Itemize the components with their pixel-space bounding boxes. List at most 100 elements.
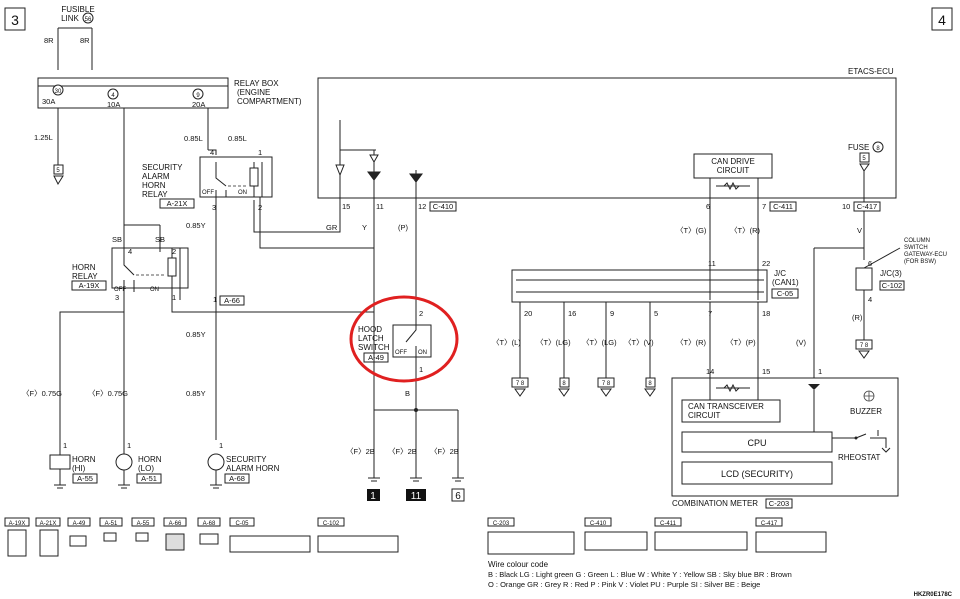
svg-text:J/C: J/C bbox=[774, 269, 786, 278]
svg-text:A-66: A-66 bbox=[169, 521, 182, 527]
svg-text:0.85Y: 0.85Y bbox=[186, 389, 206, 398]
fusible-link-num: 56 bbox=[85, 17, 92, 23]
svg-text:〈F〉2B: 〈F〉2B bbox=[346, 447, 375, 456]
svg-text:6: 6 bbox=[868, 259, 872, 268]
svg-text:3: 3 bbox=[115, 293, 119, 302]
svg-text:A-68: A-68 bbox=[203, 521, 216, 527]
svg-text:C-05: C-05 bbox=[235, 521, 249, 527]
fuse-right-conn: C-417 bbox=[857, 202, 877, 211]
svg-text:〈T〉(V): 〈T〉(V) bbox=[624, 338, 654, 347]
svg-text:11: 11 bbox=[708, 259, 716, 268]
svg-text:7: 7 bbox=[762, 202, 766, 211]
fuse-amp-10: 10A bbox=[107, 100, 120, 109]
can-transceiver bbox=[681, 399, 781, 423]
horn-relay bbox=[111, 247, 189, 289]
svg-text:A-55: A-55 bbox=[77, 474, 93, 483]
combination-meter bbox=[671, 377, 899, 497]
wire-085y-b: 0.85Y bbox=[186, 330, 206, 339]
svg-text:7 8: 7 8 bbox=[860, 343, 869, 349]
page-box-left bbox=[4, 7, 26, 31]
svg-text:BUZZER: BUZZER bbox=[850, 407, 882, 416]
relay-box-label-1: RELAY BOX bbox=[234, 79, 279, 88]
jc-grounds: 7 8 8 7 8 8 bbox=[511, 377, 656, 397]
svg-text:A-49: A-49 bbox=[73, 521, 86, 527]
wire-gr: GR bbox=[326, 223, 338, 232]
svg-text:4: 4 bbox=[868, 295, 872, 304]
svg-text:1: 1 bbox=[370, 491, 376, 502]
security-relay-line3: HORN bbox=[142, 181, 166, 190]
fuse-4: 4 bbox=[111, 93, 115, 99]
svg-text:A-68: A-68 bbox=[229, 474, 245, 483]
svg-text:1: 1 bbox=[258, 148, 262, 157]
highlight-ellipse bbox=[349, 295, 459, 383]
svg-text:1: 1 bbox=[127, 441, 131, 450]
svg-text:7 8: 7 8 bbox=[602, 381, 611, 387]
jc3-conn: C-102 bbox=[882, 281, 902, 290]
svg-text:SECURITY: SECURITY bbox=[226, 455, 267, 464]
svg-text:11: 11 bbox=[376, 202, 384, 211]
svg-text:A-51: A-51 bbox=[141, 474, 157, 483]
svg-text:(HI): (HI) bbox=[72, 464, 86, 473]
svg-text:(FOR BSW): (FOR BSW) bbox=[904, 259, 936, 265]
fuse-amp-20: 20A bbox=[192, 100, 205, 109]
fuse-amp-30: 30A bbox=[42, 97, 55, 106]
svg-text:ON: ON bbox=[418, 350, 427, 356]
colour-code-title: Wire colour code bbox=[488, 560, 549, 569]
security-alarm-relay bbox=[199, 156, 273, 198]
svg-text:〈F〉0.75G: 〈F〉0.75G bbox=[88, 389, 128, 398]
lcd-box bbox=[681, 461, 833, 485]
svg-text:7 8: 7 8 bbox=[516, 381, 525, 387]
svg-text:〈F〉2B: 〈F〉2B bbox=[430, 447, 459, 456]
svg-text:(CAN1): (CAN1) bbox=[772, 278, 799, 287]
svg-text:14: 14 bbox=[706, 367, 714, 376]
relay-box-label-2: (ENGINE bbox=[237, 88, 270, 97]
security-relay-line1: SECURITY bbox=[142, 163, 183, 172]
jc-can1-conn: C-05 bbox=[777, 289, 793, 298]
wire-v2: (V) bbox=[796, 338, 807, 347]
svg-text:COLUMN: COLUMN bbox=[904, 238, 930, 244]
wire-sb-a: SB bbox=[112, 235, 122, 244]
svg-text:A-51: A-51 bbox=[105, 521, 118, 527]
horn-relay-line1: HORN bbox=[72, 263, 96, 272]
svg-text:LATCH: LATCH bbox=[358, 334, 384, 343]
svg-text:RHEOSTAT: RHEOSTAT bbox=[838, 453, 880, 462]
fusible-wire-b: 8R bbox=[80, 36, 90, 45]
svg-text:OFF: OFF bbox=[395, 350, 407, 356]
fusible-link-num-circle bbox=[82, 12, 94, 24]
svg-text:8: 8 bbox=[876, 146, 880, 152]
svg-text:8: 8 bbox=[562, 381, 566, 387]
fuse-9: 9 bbox=[196, 93, 200, 99]
ground-points: 〈F〉2B 〈F〉2B 〈F〉2B 1 11 6 bbox=[346, 447, 465, 502]
connector-row: A-19X A-21X A-49 A-51 A-55 A-66 A-68 C-0… bbox=[4, 517, 827, 557]
a66-conn: A-66 bbox=[224, 296, 240, 305]
svg-text:2: 2 bbox=[172, 247, 176, 256]
colour-code-line2: O : Orange GR : Grey R : Red P : Pink V … bbox=[488, 580, 760, 589]
svg-text:1: 1 bbox=[818, 367, 822, 376]
wire-085l-a: 0.85L bbox=[184, 134, 203, 143]
wire-v: V bbox=[857, 226, 862, 235]
wire-085l-b: 0.85L bbox=[228, 134, 247, 143]
svg-text:C-417: C-417 bbox=[761, 521, 778, 527]
ref-code: HKZR0E178C bbox=[914, 592, 953, 598]
fusible-link-label-1: FUSIBLE bbox=[61, 5, 94, 14]
ground-5: 5 bbox=[56, 168, 60, 174]
fusible-link-wires bbox=[57, 27, 93, 70]
jc-wire-labels: 〈T〉(L) 〈T〉(LG) 〈T〉(LG) 〈T〉(V) 〈T〉(R) 〈T〉… bbox=[492, 338, 756, 347]
svg-text:3: 3 bbox=[212, 203, 216, 212]
svg-text:ON: ON bbox=[150, 287, 159, 293]
svg-text:A-21X: A-21X bbox=[40, 521, 57, 527]
security-relay-line4: RELAY bbox=[142, 190, 168, 199]
security-relay-conn-box bbox=[159, 198, 195, 209]
security-relay-line2: ALARM bbox=[142, 172, 170, 181]
page-box-right bbox=[931, 7, 953, 31]
svg-text:4: 4 bbox=[210, 148, 214, 157]
svg-text:6: 6 bbox=[706, 202, 710, 211]
fuse-30: 30 bbox=[55, 89, 62, 95]
svg-text:C-410: C-410 bbox=[590, 521, 607, 527]
svg-text:〈T〉(G): 〈T〉(G) bbox=[676, 226, 707, 235]
wire-125l: 1.25L bbox=[34, 133, 53, 142]
svg-text:22: 22 bbox=[762, 259, 770, 268]
svg-text:〈T〉(L): 〈T〉(L) bbox=[492, 338, 521, 347]
svg-text:18: 18 bbox=[762, 309, 770, 318]
